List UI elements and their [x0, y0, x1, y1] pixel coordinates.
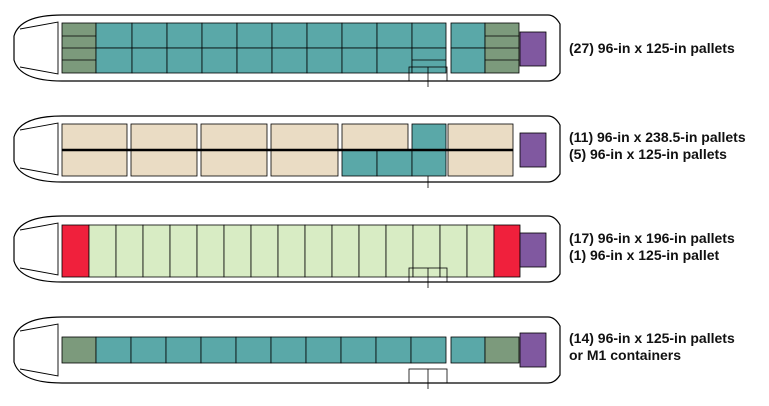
pallet	[95, 22, 133, 49]
pallet	[236, 22, 273, 49]
pallet	[447, 123, 514, 151]
pallet	[200, 123, 268, 151]
caption-line: (17) 96-in x 196-in pallets	[569, 230, 735, 246]
config-4-pallets	[61, 332, 547, 368]
caption-line: (27) 96-in x 125-in pallets	[569, 40, 735, 56]
pallet	[271, 22, 308, 49]
cargo-ramp-block	[519, 31, 547, 67]
pallet	[412, 224, 441, 278]
config-1-pallets	[61, 22, 547, 74]
caption-line: (1) 96-in x 125-in pallet	[569, 247, 720, 263]
pallet	[466, 224, 495, 278]
pallet	[376, 149, 413, 177]
pallet	[131, 47, 168, 74]
cargo-ramp-block	[519, 132, 547, 168]
caption-line: (5) 96-in x 125-in pallets	[569, 146, 727, 162]
pallet	[306, 47, 343, 74]
caption-line: (14) 96-in x 125-in pallets	[569, 330, 735, 346]
config-3-door	[408, 267, 448, 288]
pallet	[223, 224, 252, 278]
config-4-door	[408, 368, 448, 389]
pallet	[201, 47, 238, 74]
pallet	[410, 336, 447, 364]
pallet	[450, 47, 486, 74]
pallet	[131, 22, 168, 49]
pallet	[341, 123, 409, 151]
cargo-ramp-block	[519, 332, 547, 368]
pallet	[341, 47, 378, 74]
pallet	[385, 224, 414, 278]
pallet	[95, 47, 133, 74]
caption-config-3: (17) 96-in x 196-in pallets (1) 96-in x …	[569, 230, 735, 264]
pallet	[484, 336, 520, 364]
pallet	[250, 224, 279, 278]
caption-line: or M1 containers	[569, 347, 682, 363]
pallet	[169, 224, 198, 278]
pallet	[277, 224, 306, 278]
pallet	[115, 224, 144, 278]
cargo-ramp-block	[519, 232, 547, 268]
pallet	[376, 22, 413, 49]
pallet	[61, 123, 128, 151]
nose-lines	[19, 21, 59, 377]
pallet	[411, 22, 447, 49]
pallet	[236, 47, 273, 74]
pallet	[61, 336, 97, 364]
pallet	[304, 224, 333, 278]
pallet	[95, 336, 132, 364]
pallet	[271, 47, 308, 74]
pallet	[166, 47, 203, 74]
pallet	[270, 149, 339, 177]
pallet	[196, 224, 225, 278]
pallet	[450, 336, 486, 364]
pallet	[306, 22, 343, 49]
caption-config-1: (27) 96-in x 125-in pallets	[569, 40, 735, 57]
config-2-pallets	[61, 123, 547, 177]
pallet	[166, 22, 203, 49]
config-3-pallets	[61, 224, 547, 278]
caption-config-2: (11) 96-in x 238.5-in pallets (5) 96-in …	[569, 129, 746, 163]
pallet	[439, 224, 468, 278]
pallet	[130, 149, 198, 177]
pallet	[130, 336, 167, 364]
pallet	[88, 224, 117, 278]
pallet	[493, 224, 521, 278]
pallet	[165, 336, 202, 364]
pallet	[61, 224, 90, 278]
pallet	[305, 336, 342, 364]
pallet	[61, 149, 128, 177]
pallet	[375, 336, 412, 364]
pallet	[270, 336, 307, 364]
pallet	[270, 123, 339, 151]
pallet	[201, 22, 238, 49]
pallet	[358, 224, 387, 278]
pallet	[340, 336, 377, 364]
caption-line: (11) 96-in x 238.5-in pallets	[569, 129, 746, 145]
pallet	[411, 149, 447, 177]
pallet	[411, 123, 447, 151]
pallet	[450, 22, 486, 49]
pallet	[331, 224, 360, 278]
pallet	[235, 336, 272, 364]
config-1-door	[408, 66, 448, 87]
pallet	[200, 149, 268, 177]
pallet	[411, 47, 447, 74]
pallet	[142, 224, 171, 278]
caption-config-4: (14) 96-in x 125-in pallets or M1 contai…	[569, 330, 735, 364]
pallet	[341, 22, 378, 49]
pallet	[130, 123, 198, 151]
pallet	[376, 47, 413, 74]
pallet	[447, 149, 514, 177]
pallet	[341, 149, 378, 177]
pallet	[200, 336, 237, 364]
